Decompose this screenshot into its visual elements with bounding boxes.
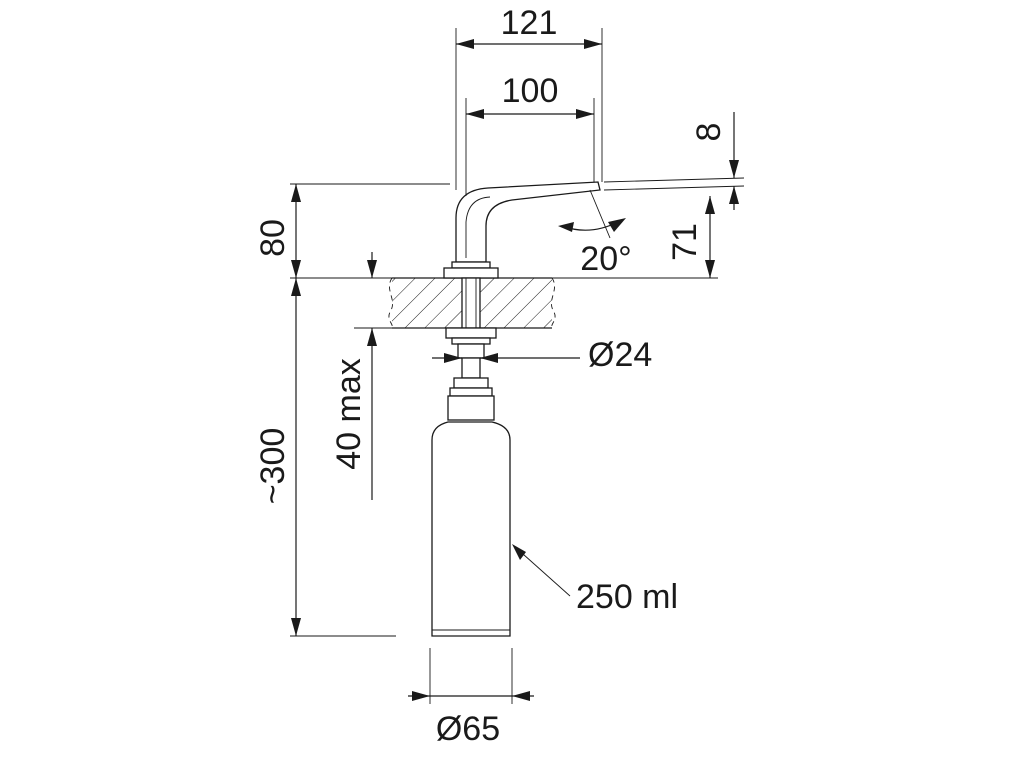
dim-total-length: ~300 [254, 278, 396, 637]
dispenser-body [431, 181, 601, 637]
dim-spout-thickness-label: 8 [690, 123, 728, 142]
dim-total-reach: 121 [455, 4, 603, 190]
spout [455, 181, 601, 263]
bottle-capacity-label: 250 ml [576, 578, 678, 616]
bottle-capacity-callout: 250 ml [512, 544, 678, 616]
nut [445, 327, 497, 339]
dim-counter-thickness: 40 max [330, 252, 392, 500]
dim-shank-diameter-label: Ø24 [588, 336, 652, 374]
dim-bottle-diameter-label: Ø65 [436, 710, 500, 748]
shank [461, 277, 481, 329]
dim-height-above-label: 80 [254, 219, 292, 257]
bottle-neck [453, 377, 489, 389]
dim-spout-thickness: 8 [603, 112, 745, 210]
bottle-cap [447, 395, 495, 421]
shank-lower [461, 357, 481, 379]
flange [443, 267, 499, 279]
dim-tip-height: 71 [552, 196, 718, 279]
dim-total-reach-label: 121 [501, 4, 558, 42]
dim-spout-angle-label: 20° [580, 240, 631, 278]
dim-shank-diameter: Ø24 [432, 336, 652, 374]
dim-bottle-diameter: Ø65 [408, 648, 534, 748]
dim-spout-reach-label: 100 [502, 72, 559, 110]
dim-height-above: 80 [254, 183, 450, 279]
bottle [431, 421, 511, 637]
dim-spout-reach: 100 [465, 72, 595, 196]
dim-total-length-label: ~300 [254, 428, 292, 505]
dim-counter-thickness-label: 40 max [330, 358, 368, 470]
top-collar [451, 261, 491, 269]
dim-tip-height-label: 71 [666, 223, 704, 261]
dim-spout-angle: 20° [558, 189, 632, 278]
